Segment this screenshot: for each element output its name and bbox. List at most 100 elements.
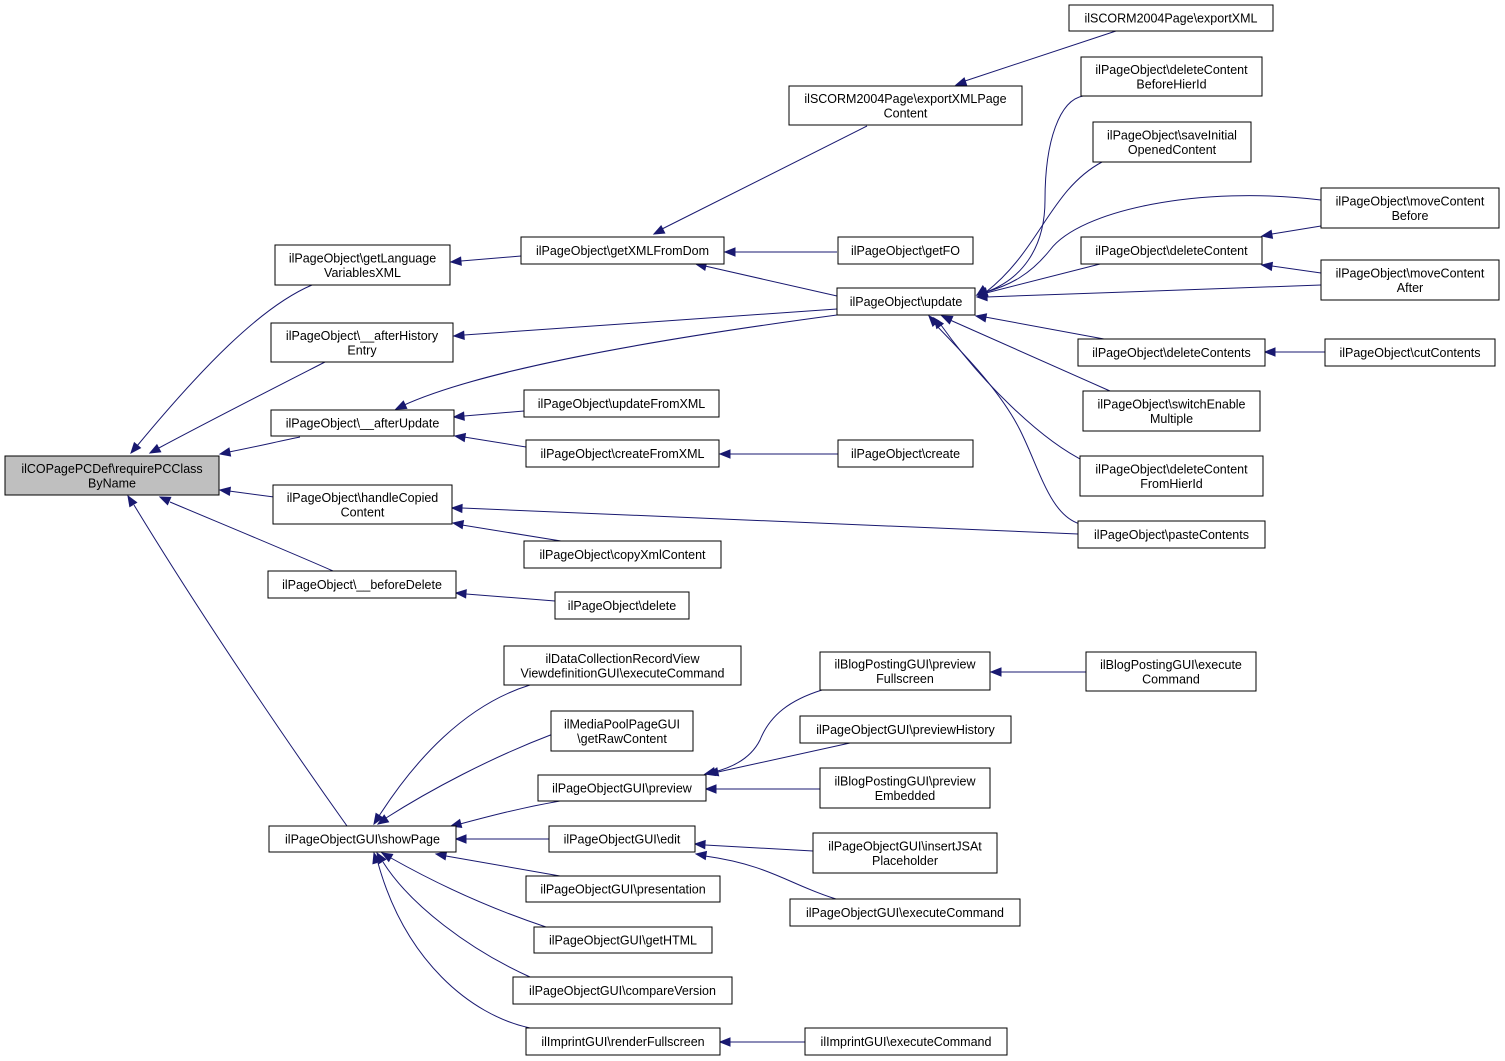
node-label: After (1397, 281, 1423, 295)
node-create[interactable]: ilPageObject\create (837, 439, 974, 468)
node-afterUpdate[interactable]: ilPageObject\__afterUpdate (270, 409, 455, 437)
node-presentation[interactable]: ilPageObjectGUI\presentation (525, 875, 721, 903)
node-updateFromXML[interactable]: ilPageObject\updateFromXML (523, 389, 720, 418)
node-label: ilPageObjectGUI\getHTML (549, 934, 697, 948)
edge-arrowhead (975, 291, 988, 302)
edge-getFO-to-getXMLFromDom (723, 247, 837, 257)
node-label: ilPageObject\pasteContents (1094, 528, 1249, 542)
edge-arrowhead (452, 411, 465, 421)
node-showPage[interactable]: ilPageObjectGUI\showPage (268, 825, 457, 853)
edge-arrowhead (127, 494, 138, 508)
node-box (548, 825, 696, 853)
edge-arrowhead (454, 834, 467, 844)
edge-getHTML-to-showPage (380, 852, 547, 928)
node-edit[interactable]: ilPageObjectGUI\edit (548, 825, 696, 853)
node-label: ilPageObject\createFromXML (541, 447, 705, 461)
edge-afterHistoryEntry-to-root (148, 361, 326, 454)
node-beforeDelete[interactable]: ilPageObject\__beforeDelete (267, 570, 457, 599)
node-label: ilPageObject\__afterHistory (286, 329, 439, 343)
node-label: ilPageObjectGUI\presentation (540, 883, 705, 897)
edge-arrowhead (718, 1037, 731, 1047)
edge-showPage-to-root (127, 494, 348, 827)
node-createFromXML[interactable]: ilPageObject\createFromXML (525, 439, 720, 468)
edge-saveInitialOpenedContent-to-update (975, 161, 1103, 296)
node-label: ilPageObject\getXMLFromDom (536, 244, 709, 258)
node-label: Multiple (1150, 412, 1193, 426)
edge-line (228, 436, 301, 453)
edge-line (704, 844, 814, 852)
node-deleteContent[interactable]: ilPageObject\deleteContent (1080, 236, 1263, 265)
edge-line (1271, 225, 1322, 235)
node-getHTML[interactable]: ilPageObjectGUI\getHTML (533, 926, 713, 954)
node-box (270, 409, 455, 437)
node-getXMLFromDom[interactable]: ilPageObject\getXMLFromDom (520, 236, 725, 265)
edge-line (445, 855, 561, 877)
node-label: ViewdefinitionGUI\executeCommand (520, 666, 724, 680)
edge-arrowhead (449, 256, 462, 266)
node-update[interactable]: ilPageObject\update (836, 287, 976, 316)
node-box (1079, 455, 1264, 497)
node-deleteContents[interactable]: ilPageObject\deleteContents (1077, 338, 1266, 367)
node-box (268, 825, 457, 853)
node-box (503, 645, 742, 686)
node-label: BeforeHierId (1136, 77, 1206, 91)
edge-dataCollExec-to-showPage (373, 684, 531, 826)
edge-arrowhead (940, 315, 954, 325)
edge-pasteContents-to-update (928, 315, 1081, 525)
node-compareVersion[interactable]: ilPageObjectGUI\compareVersion (512, 976, 733, 1005)
node-imprintExec[interactable]: ilImprintGUI\executeCommand (804, 1027, 1008, 1056)
edge-handleCopiedContent-to-root (218, 486, 275, 498)
edge-update-to-afterUpdate (394, 314, 838, 410)
node-label: ilPageObjectGUI\preview (552, 782, 693, 796)
node-exportXML[interactable]: ilSCORM2004Page\exportXML (1068, 4, 1274, 32)
node-box (819, 767, 991, 809)
edge-line (465, 593, 556, 602)
node-box (1080, 236, 1263, 265)
node-dataCollExec[interactable]: ilDataCollectionRecordViewViewdefinition… (503, 645, 742, 686)
node-renderFullscreen[interactable]: ilImprintGUI\renderFullscreen (525, 1027, 721, 1056)
edge-deleteContents-to-update (974, 313, 1105, 340)
node-label: ilPageObject\getFO (851, 244, 960, 258)
node-label: Before (1392, 209, 1429, 223)
edge-create-to-createFromXML (718, 449, 838, 459)
node-label: ilPageObjectGUI\previewHistory (816, 723, 995, 737)
edge-arrowhead (380, 852, 394, 863)
node-delete[interactable]: ilPageObject\delete (554, 591, 690, 620)
node-box (1092, 121, 1252, 163)
node-pasteContents[interactable]: ilPageObject\pasteContents (1077, 520, 1266, 549)
node-cutContents[interactable]: ilPageObject\cutContents (1324, 338, 1496, 367)
node-previewHistory[interactable]: ilPageObjectGUI\previewHistory (799, 715, 1012, 744)
edge-blogExec-to-blogPreviewFullscreen (989, 667, 1086, 677)
node-getFO[interactable]: ilPageObject\getFO (837, 236, 974, 265)
node-label: ilPageObjectGUI\executeCommand (806, 906, 1004, 920)
node-blogExec[interactable]: ilBlogPostingGUI\executeCommand (1085, 651, 1257, 692)
node-pageGUIExec[interactable]: ilPageObjectGUI\executeCommand (789, 898, 1021, 927)
edge-blogPreviewEmbedded-to-preview (704, 784, 820, 794)
node-box (525, 439, 720, 468)
edge-line (463, 308, 838, 336)
node-label: ilPageObject\delete (568, 599, 676, 613)
edge-edit-to-showPage (454, 834, 549, 844)
edge-line (985, 262, 1105, 294)
node-preview[interactable]: ilPageObjectGUI\preview (537, 774, 707, 802)
edge-line (378, 684, 531, 817)
node-label: ilPageObject\copyXmlContent (539, 548, 706, 562)
node-label: ilCOPagePCDef\requirePCClass (21, 462, 202, 476)
node-copyXmlContent[interactable]: ilPageObject\copyXmlContent (523, 540, 722, 569)
node-mediaPoolRaw[interactable]: ilMediaPoolPageGUI\getRawContent (550, 710, 694, 752)
edge-arrowhead (394, 400, 408, 410)
